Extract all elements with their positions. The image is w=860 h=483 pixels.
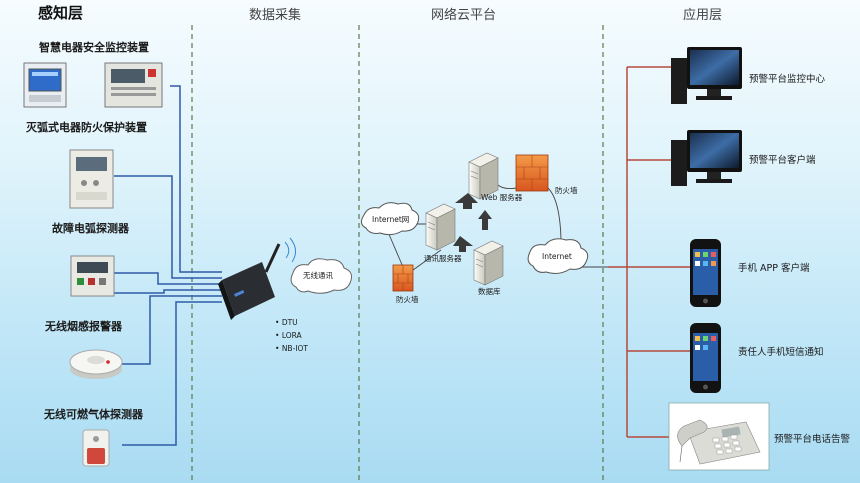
device-gas-detector-icon [82,429,110,467]
arrow-comm-to-db [453,236,473,252]
layer-dividers [191,25,604,483]
internet-right-cloud-icon [527,238,589,274]
protocol-text: LORA [281,331,302,340]
protocol-label-nbiot: • NB-IOT [275,344,308,353]
database-label: 数据库 [478,287,501,296]
internet-left-cloud-icon [360,202,420,236]
mobile-app-phone-icon [690,239,721,307]
application-layer-title: 应用层 [683,8,723,23]
comm-server-label: 通讯服务器 [424,254,462,263]
device-smoke-detector-icon [69,349,123,379]
database-server-icon [473,240,504,286]
dtu-router-icon [218,243,281,320]
wireless-comm-label: 无线通讯 [303,271,333,280]
device-label-arc-protector: 灭弧式电器防火保护装置 [26,121,147,134]
monitor-center-pc-icon [671,47,742,104]
device-monitor-b-icon [104,62,163,108]
comm-server-icon [425,203,456,251]
protocol-label-dtu: • DTU [275,318,298,327]
firewall-right-label: 防火墙 [555,186,578,195]
server-arrows [453,193,492,252]
arrow-web-to-comm [455,193,478,209]
device-arc-protector-icon [69,149,114,209]
wire-6 [122,301,222,446]
arrow-db-to-web [478,210,492,230]
internet-left-label: Internet网 [372,215,410,224]
app-label-client: 预警平台客户端 [749,155,816,166]
internet-right-label: Internet [542,252,572,261]
wire-1 [170,85,222,273]
sensor-wires [114,85,222,446]
client-pc-icon [671,130,742,186]
perception-layer-title: 感知层 [38,4,84,22]
wire-2 [114,175,222,279]
protocol-text: DTU [281,318,298,327]
wireless-cloud-icon [290,258,352,294]
wireless-waves-icon [284,237,296,263]
firewall-left-label: 防火墙 [396,295,419,304]
app-label-phone-alarm: 预警平台电话告警 [774,434,851,445]
sms-phone-icon [690,323,721,393]
wire-4 [114,289,222,294]
web-server-label: Web 服务器 [481,193,523,202]
device-arc-detector-icon [70,255,115,297]
data-collection-layer-title: 数据采集 [249,8,302,23]
device-label-arc-detector: 故障电弧探测器 [52,222,129,235]
wire-3 [114,272,222,285]
protocol-label-lora: • LORA [275,331,302,340]
app-label-monitor-center: 预警平台监控中心 [749,74,826,85]
app-label-sms-notify: 责任人手机短信通知 [738,347,824,358]
wire-5 [122,295,222,365]
firewall-right-icon [515,154,549,192]
network-cloud-layer-title: 网络云平台 [431,8,497,23]
web-server-icon [468,152,499,200]
protocol-text: NB-IOT [281,344,308,353]
app-label-mobile-app: 手机 APP 客户端 [738,263,810,274]
firewall-left-icon [392,264,414,292]
alarm-telephone-icon [668,402,770,471]
device-monitor-a-icon [23,62,67,108]
device-label-smoke-alarm: 无线烟感报警器 [45,320,122,333]
device-label-gas-detector: 无线可燃气体探测器 [44,408,143,421]
device-label-smart-monitor: 智慧电器安全监控装置 [39,41,149,54]
application-wires [608,66,690,438]
